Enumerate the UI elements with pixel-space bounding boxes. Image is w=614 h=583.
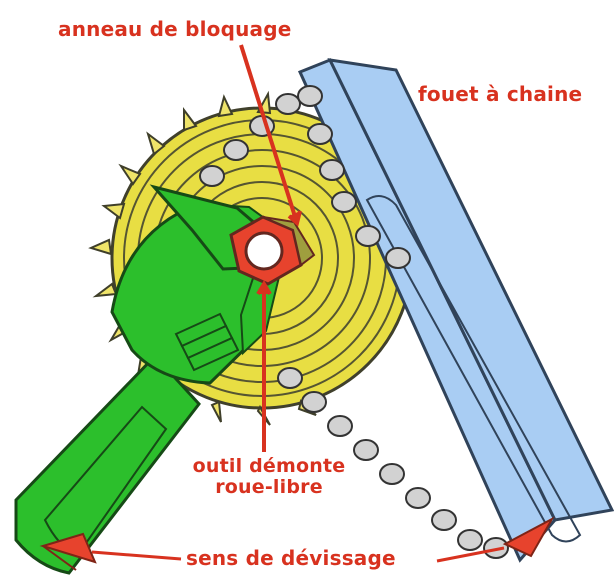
tool-label: outil démonte roue-libre: [184, 456, 354, 498]
direction-label: sens de dévissage: [186, 547, 396, 569]
lock-ring-label: anneau de bloquage: [58, 18, 292, 40]
tool-label-line-1: outil démonte: [184, 456, 354, 477]
tool-label-line-2: roue-libre: [184, 477, 354, 498]
chain-whip-label: fouet à chaine: [418, 83, 582, 105]
